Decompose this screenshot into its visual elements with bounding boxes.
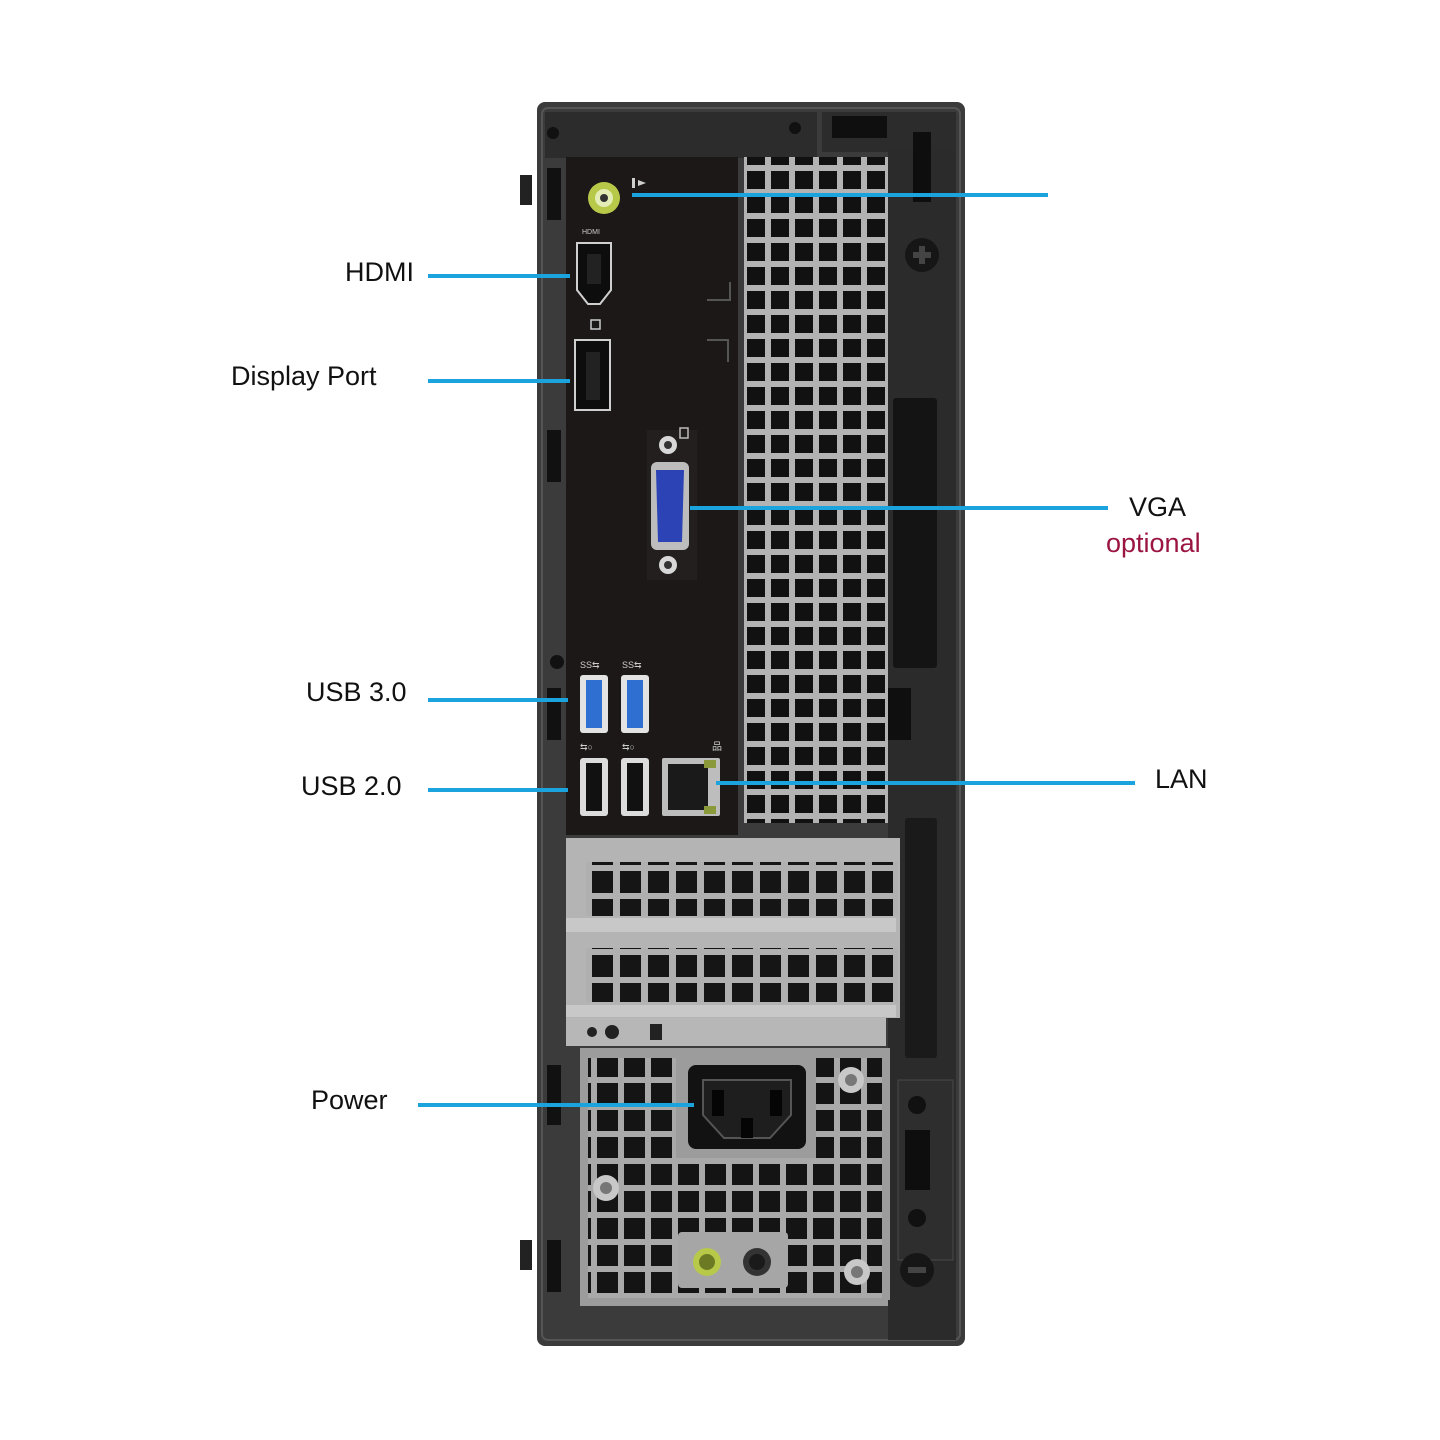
label-vga: VGA <box>1129 492 1187 522</box>
label-power: Power <box>311 1085 388 1115</box>
svg-text:⇆○: ⇆○ <box>580 742 593 752</box>
chassis-right-side <box>887 132 956 1330</box>
expansion-slots <box>566 838 900 1018</box>
audio-jack[interactable] <box>588 182 620 214</box>
label-vga-optional: optional <box>1106 528 1201 558</box>
callout-lines <box>418 193 1135 1107</box>
usb3-port-2[interactable]: SS⇆ <box>621 660 649 733</box>
svg-text:HDMI: HDMI <box>582 229 600 236</box>
label-lan: LAN <box>1155 764 1208 794</box>
headphone-icon <box>632 178 646 188</box>
label-usb30: USB 3.0 <box>306 677 407 707</box>
vga-port[interactable] <box>647 427 697 580</box>
power-socket[interactable] <box>688 1065 806 1149</box>
lan-port[interactable]: 品 <box>662 741 722 816</box>
label-display-port: Display Port <box>231 361 377 391</box>
svg-text:SS⇆: SS⇆ <box>622 660 642 670</box>
hdmi-port[interactable]: HDMI <box>576 229 612 305</box>
svg-text:⇆○: ⇆○ <box>622 742 635 752</box>
usb2-port-2[interactable]: ⇆○ <box>621 742 649 816</box>
svg-text:品: 品 <box>712 741 722 753</box>
vent-grill <box>744 157 888 823</box>
displayport-port[interactable] <box>574 319 611 411</box>
label-usb20: USB 2.0 <box>301 771 402 801</box>
label-hdmi: HDMI <box>345 257 414 287</box>
status-indicators <box>566 1018 886 1046</box>
usb2-port-1[interactable]: ⇆○ <box>580 742 608 816</box>
psu-test-button[interactable] <box>693 1248 721 1276</box>
psu-led <box>743 1248 771 1276</box>
svg-text:SS⇆: SS⇆ <box>580 660 600 670</box>
usb3-port-1[interactable]: SS⇆ <box>580 660 608 733</box>
